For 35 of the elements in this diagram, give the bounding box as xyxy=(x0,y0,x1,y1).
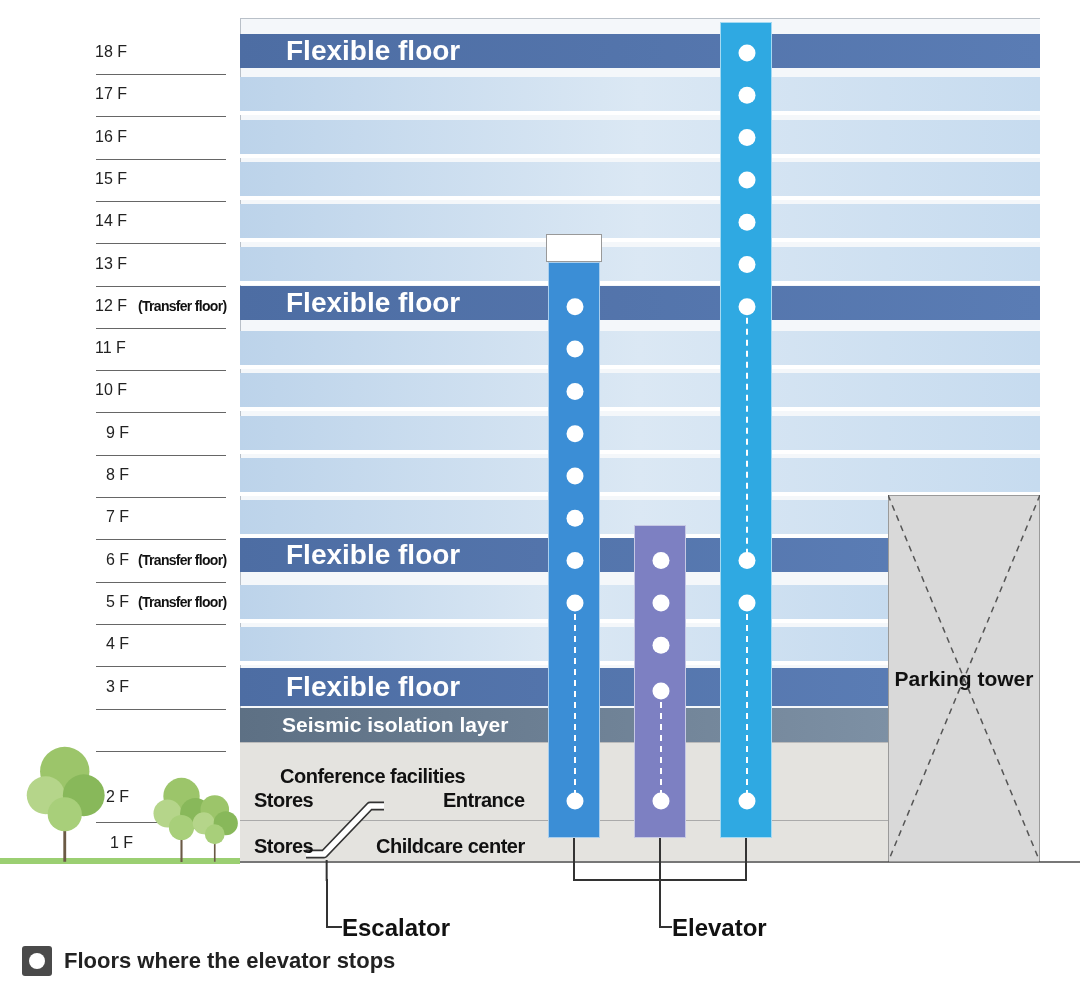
elevator-shaft xyxy=(634,525,686,838)
area-label: Childcare center xyxy=(376,836,525,856)
legend-text: Floors where the elevator stops xyxy=(64,947,396,975)
leader-line xyxy=(659,837,747,928)
callout-label: Elevator xyxy=(672,910,782,944)
floor-label: (Transfer floor) xyxy=(138,298,227,313)
floor-band: Flexible floor xyxy=(240,34,1040,68)
area-label: Stores xyxy=(254,836,314,856)
area-label: Conference facilities xyxy=(280,766,466,786)
floor-label: (Transfer floor) xyxy=(138,594,227,609)
floor-label: 18 F xyxy=(95,44,127,60)
floor-label: 6 F xyxy=(106,551,130,568)
floor-label: 14 F xyxy=(95,213,127,230)
floor-label: 10 F xyxy=(95,382,127,399)
floor-label: 13 F xyxy=(95,255,127,272)
floor-label: 8 F xyxy=(106,467,130,483)
floor-label: (Transfer floor) xyxy=(138,552,227,567)
leader-line xyxy=(325,859,343,928)
floor-label: 5 F xyxy=(106,593,130,610)
floor-label: 2 F xyxy=(106,789,130,805)
floor-label: 1 F xyxy=(110,835,134,851)
callout-label: Escalator xyxy=(342,910,452,944)
floor-label: 7 F xyxy=(106,509,130,526)
floor-label: 11 F xyxy=(95,340,126,357)
floor-label: 16 F xyxy=(95,128,127,145)
floor-label: 3 F xyxy=(106,678,130,695)
elevator-shaft xyxy=(548,262,600,838)
floor-label: 9 F xyxy=(106,424,130,441)
floor-label: 4 F xyxy=(106,636,130,653)
floor-label: 17 F xyxy=(95,86,127,103)
area-label: Stores xyxy=(254,790,314,810)
floor-label: 15 F xyxy=(95,170,127,187)
floor-label: 12 F xyxy=(95,297,127,314)
area-label: Entrance xyxy=(443,790,525,810)
elevator-shaft xyxy=(720,22,772,838)
